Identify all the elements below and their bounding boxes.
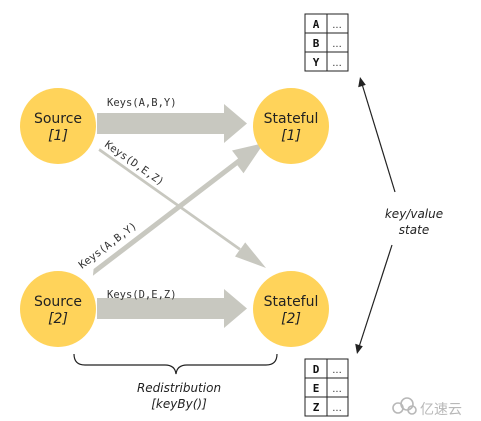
state-row: Z ... xyxy=(304,396,349,417)
stateful-2-title: Stateful xyxy=(264,294,319,310)
state-row: B ... xyxy=(304,32,349,53)
state-key: E xyxy=(313,382,320,395)
source-2-node xyxy=(20,271,96,347)
source-1-node xyxy=(20,88,96,164)
state-value: ... xyxy=(332,384,342,395)
state-row: D ... xyxy=(304,358,349,379)
state-table-top: A ... B ... Y ... xyxy=(304,13,349,72)
stateful-1-node xyxy=(253,88,329,164)
state-arrow-bottom xyxy=(355,244,393,354)
state-table-bottom: D ... E ... Z ... xyxy=(304,358,349,417)
state-key: B xyxy=(313,37,320,50)
arrow-source1-to-stateful2 xyxy=(98,148,267,268)
stateful-2-index: [2] xyxy=(281,311,301,327)
state-value: ... xyxy=(332,58,342,69)
arrow-source2-to-stateful2 xyxy=(97,289,247,328)
source-1-index: [1] xyxy=(48,128,68,144)
source-1-title: Source xyxy=(34,111,82,127)
state-value: ... xyxy=(332,365,342,376)
arrow-source2-to-stateful1 xyxy=(92,143,265,276)
state-row: E ... xyxy=(304,377,349,398)
edge-label-s1-to-t2: Keys(D,E,Z) xyxy=(102,139,166,189)
stateful-1-index: [1] xyxy=(281,128,301,144)
cloud-logo-icon xyxy=(392,397,417,415)
state-value: ... xyxy=(332,39,342,50)
state-key: Y xyxy=(313,56,320,69)
stateful-2-node xyxy=(253,271,329,347)
watermark-text: 亿速云 xyxy=(420,402,462,418)
edge-label-s1-to-t1: Keys(A,B,Y) xyxy=(107,97,177,109)
state-row: Y ... xyxy=(304,51,349,72)
redistribution-line2: [keyBy()] xyxy=(151,397,207,411)
source-2-index: [2] xyxy=(48,311,68,327)
arrow-source1-to-stateful1 xyxy=(97,104,247,143)
state-row: A ... xyxy=(304,13,349,34)
state-arrow-top xyxy=(358,77,396,193)
state-key: D xyxy=(313,363,320,376)
source-2-title: Source xyxy=(34,294,82,310)
state-label-line1: key/value xyxy=(385,207,443,221)
edge-label-s2-to-t2: Keys(D,E,Z) xyxy=(107,289,177,301)
state-key: A xyxy=(313,18,320,31)
state-key: Z xyxy=(313,401,320,414)
state-value: ... xyxy=(332,20,342,31)
stateful-1-title: Stateful xyxy=(264,111,319,127)
watermark: 亿速云 xyxy=(392,397,462,418)
state-label-line2: state xyxy=(399,223,429,237)
redistribution-brace xyxy=(73,353,278,375)
state-value: ... xyxy=(332,403,342,414)
redistribution-line1: Redistribution xyxy=(137,381,221,395)
